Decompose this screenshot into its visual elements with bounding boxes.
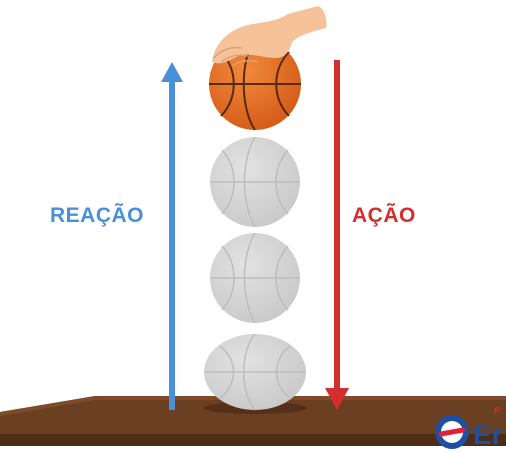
ghost-ball-1 [210,136,300,228]
logo-small-text: P [494,406,500,416]
ghost-ball-2 [210,232,300,324]
down-arrow-icon [325,60,349,410]
up-arrow-icon [161,62,183,410]
action-label: AÇÃO [352,204,416,227]
logo-icon: Er P [435,406,503,450]
ghost-ball-squashed [204,333,306,411]
logo-text: Er [473,419,503,450]
floor [0,396,506,446]
reaction-label: REAÇÃO [50,204,144,227]
hand-icon [212,6,327,67]
